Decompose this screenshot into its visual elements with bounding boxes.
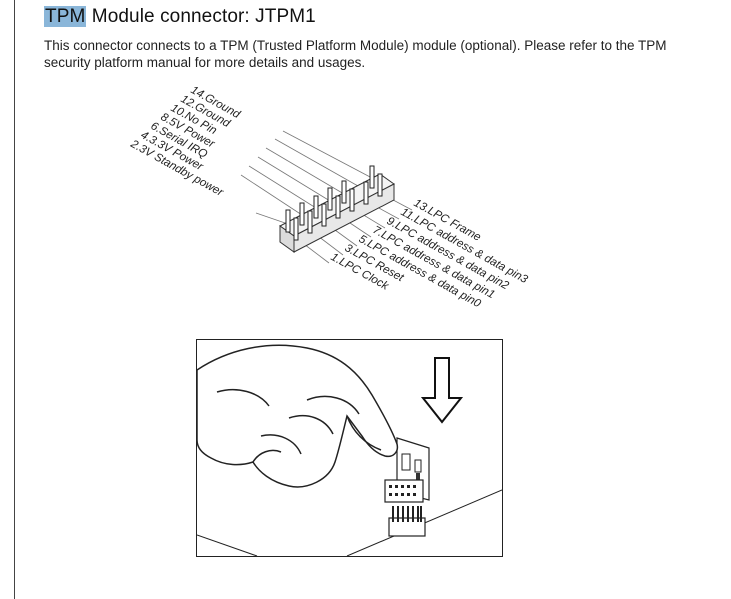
connector-description: This connector connects to a TPM (Truste… bbox=[44, 38, 667, 70]
pins-front-row bbox=[293, 173, 383, 241]
heading-highlight: TPM bbox=[44, 6, 87, 27]
section-heading: TPM Module connector: JTPM1 bbox=[44, 6, 316, 28]
installation-illustration bbox=[196, 339, 503, 557]
hand-drawing bbox=[197, 344, 399, 488]
module-socket bbox=[384, 479, 424, 503]
page-border bbox=[14, 0, 15, 599]
board-edge bbox=[197, 489, 502, 556]
board-header bbox=[388, 506, 426, 537]
installation-drawing bbox=[197, 344, 502, 556]
pin-header-diagram: 14.Ground 12.Ground 10.No Pin 8.5V Power… bbox=[128, 84, 530, 310]
arrow-down-icon bbox=[420, 357, 464, 424]
even-pin-labels: 14.Ground 12.Ground 10.No Pin 8.5V Power… bbox=[128, 84, 243, 199]
pins-back-row bbox=[285, 165, 375, 233]
even-leader-lines bbox=[240, 130, 373, 225]
heading-title: Module connector: JTPM1 bbox=[86, 6, 316, 27]
